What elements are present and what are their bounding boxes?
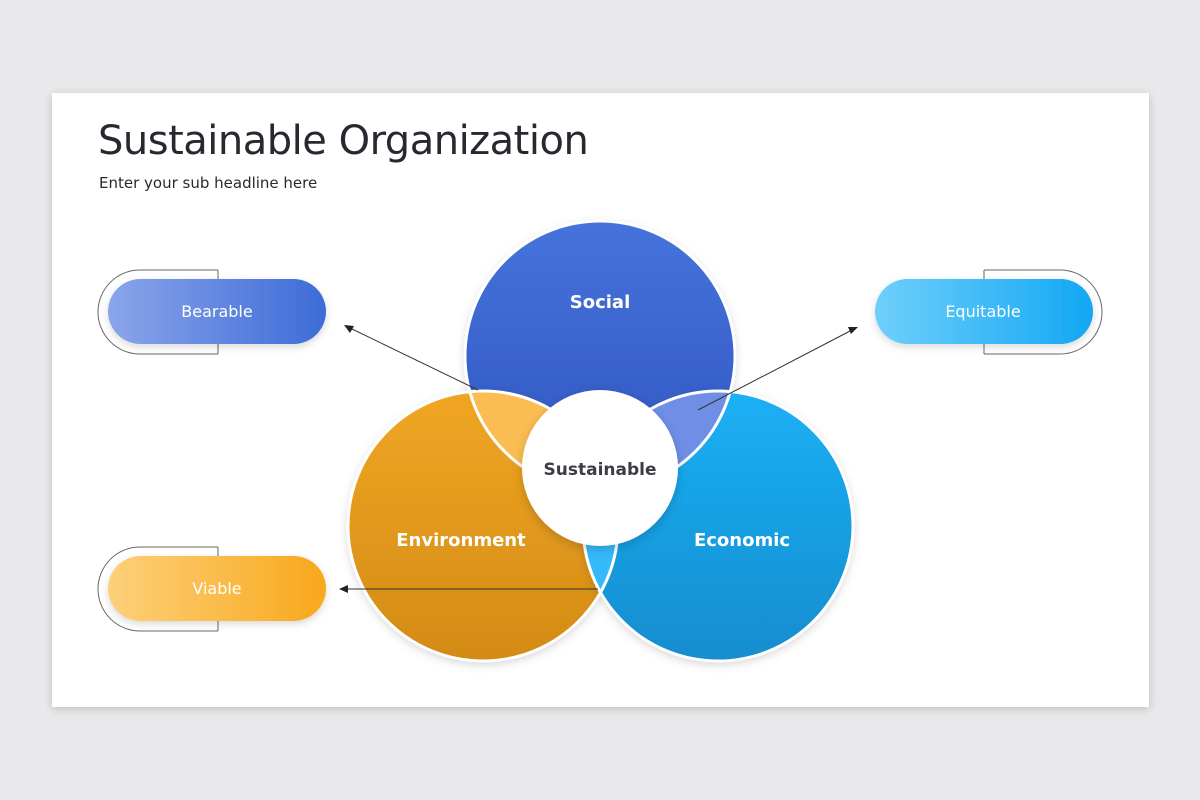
sustainable-label: Sustainable: [544, 460, 657, 480]
bearable-label: Bearable: [181, 302, 252, 321]
equitable-pill: [875, 279, 1093, 344]
viable-label: Viable: [192, 579, 241, 598]
bearable-bracket: [97, 269, 219, 355]
environment-label: Environment: [396, 530, 526, 551]
bearable-arrow: [344, 325, 479, 391]
equitable-bracket: [983, 269, 1103, 355]
equitable-arrow: [697, 327, 858, 411]
slide-title: Sustainable Organization: [98, 118, 589, 164]
viable-arrow: [339, 585, 598, 593]
sustainable-center-circle: [522, 390, 678, 546]
slide-subtitle: Enter your sub headline here: [99, 174, 318, 192]
bearable-pill: [108, 279, 326, 344]
viable-bracket: [97, 546, 219, 632]
social-label: Social: [570, 292, 631, 313]
equitable-label: Equitable: [945, 302, 1020, 321]
viable-pill: [108, 556, 326, 621]
economic-label: Economic: [694, 530, 790, 551]
